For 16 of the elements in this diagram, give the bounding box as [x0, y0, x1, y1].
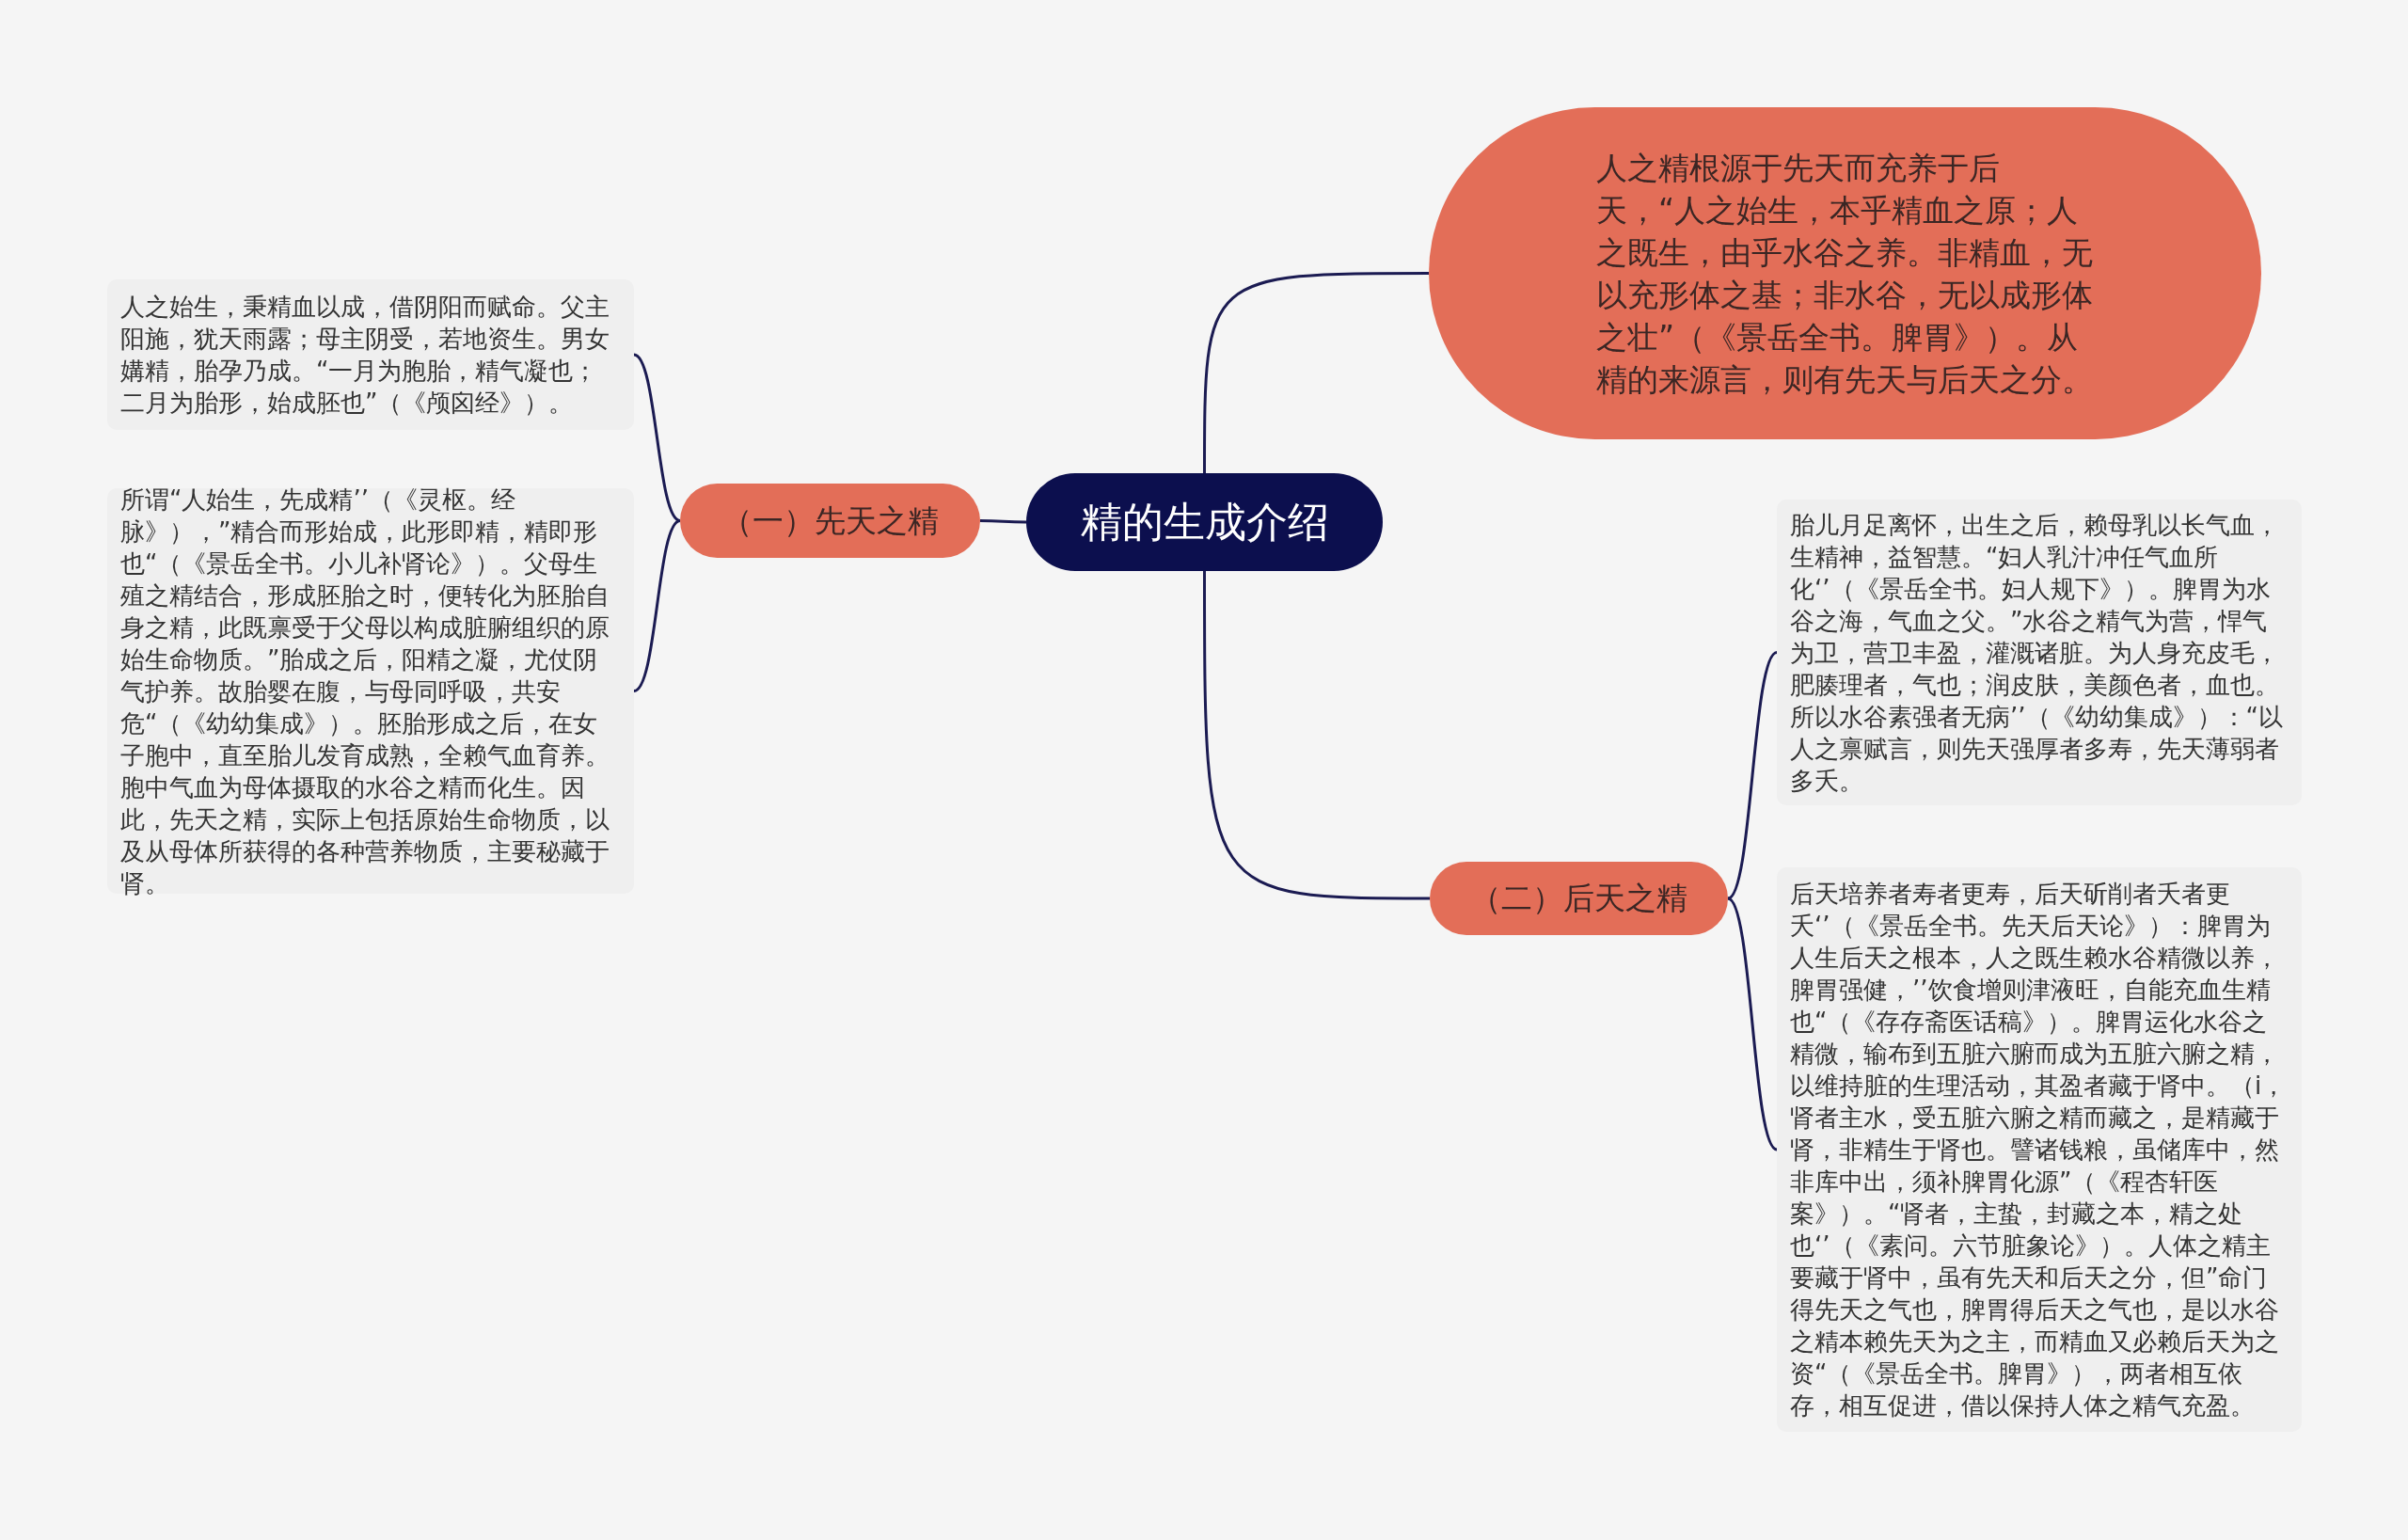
- topic-text: 人之始生，秉精血以成，借阴阳而赋命。父主阳施，犹天雨露；母主阴受，若地资生。男女媾精，胎孕乃成。“一月为胞胎，精气凝也；二月为胎形，始成胚也”（《颅囟经》）。: [120, 292, 610, 419]
- connector-line: [1727, 651, 1778, 900]
- topic-text: 胎儿月足离怀，出生之后，赖母乳以长气血，生精神，益智慧。“妇人乳汁冲任气血所化‘’（《景岳全书。妇人规下》）。脾胃为水谷之海，气血之父。”水谷之精气为营，悍气为卫，营卫丰盈，灌溉诸脏。为人身充皮毛，肥腠理者，气也；润皮肤，美颜色者，血也。所以水谷素强者无病’’（《幼幼集成》）：“以人之禀赋言，则先天强厚者多寿，先天薄弱者多夭。: [1790, 509, 2284, 797]
- topic-text: 所谓“人始生，先成精’’（《灵枢。经脉》），”精合而形始成，此形即精，精即形也“（《景岳全书。小儿补肾论》）。父母生殖之精结合，形成胚胎之时，便转化为胚胎自身之精，此既禀受于父母以构成脏腑组织的原始生命物质。”胎成之后，阳精之凝，尤仗阴气护养。故胎婴在腹，与母同呼吸，共安危“（《幼幼集成》）。胚胎形成之后，在女子胞中，直至胎儿发育成熟，全赖气血育养。胞中气血为母体摄取的水谷之精而化生。因此，先天之精，实际上包括原始生命物质，以及从母体所获得的各种营养物质，主要秘藏于肾。: [120, 484, 610, 899]
- topic-text: 精的生成介绍: [1080, 497, 1329, 548]
- connector-line: [1203, 272, 1429, 473]
- connector-line: [1727, 897, 1778, 1151]
- topic-text: 人之精根源于先天而充养于后天，“人之始生，本乎精血之原；人之既生，由乎水谷之养。非精血，无以充形体之基；非水谷，无以成形体之壮”（《景岳全书。脾胃》）。从精的来源言，则有先天与后天之分。: [1596, 148, 2094, 400]
- connector-line: [633, 353, 681, 522]
- topic-text: 后天培养者寿者更寿，后天斫削者夭者更夭‘’（《景岳全书。先天后天论》）：脾胃为人生后天之根本，人之既生赖水谷精微以养，脾胃强健，’’饮食增则津液旺，自能充血生精也“（《存存斋医话稿》）。脾胃运化水谷之精微，输布到五脏六腑而成为五脏六腑之精，以维持脏的生理活动，其盈者藏于肾中。（i，肾者主水，受五脏六腑之精而藏之，是精藏于肾，非精生于肾也。譬诸钱粮，虽储库中，然非库中出，须补脾胃化源”（《程杏轩医案》）。“肾者，主蛰，封藏之本，精之处也‘’（《素问。六节脏象论》）。人体之精主要藏于肾中，虽有先天和后天之分，但”命门得先天之气也，脾胃得后天之气也，是以水谷之精本赖先天为之主，而精血又必赖后天为之资“（《景岳全书。脾胃》），两者相互依存，相互促进，借以保持人体之精气充盈。: [1790, 879, 2288, 1421]
- connector-line: [980, 519, 1026, 524]
- topic-text: （一）先天之精: [721, 501, 939, 540]
- connector-line: [1203, 571, 1430, 900]
- connector-line: [633, 519, 681, 692]
- topic-text: （二）后天之精: [1470, 880, 1687, 917]
- note-card: [107, 279, 634, 430]
